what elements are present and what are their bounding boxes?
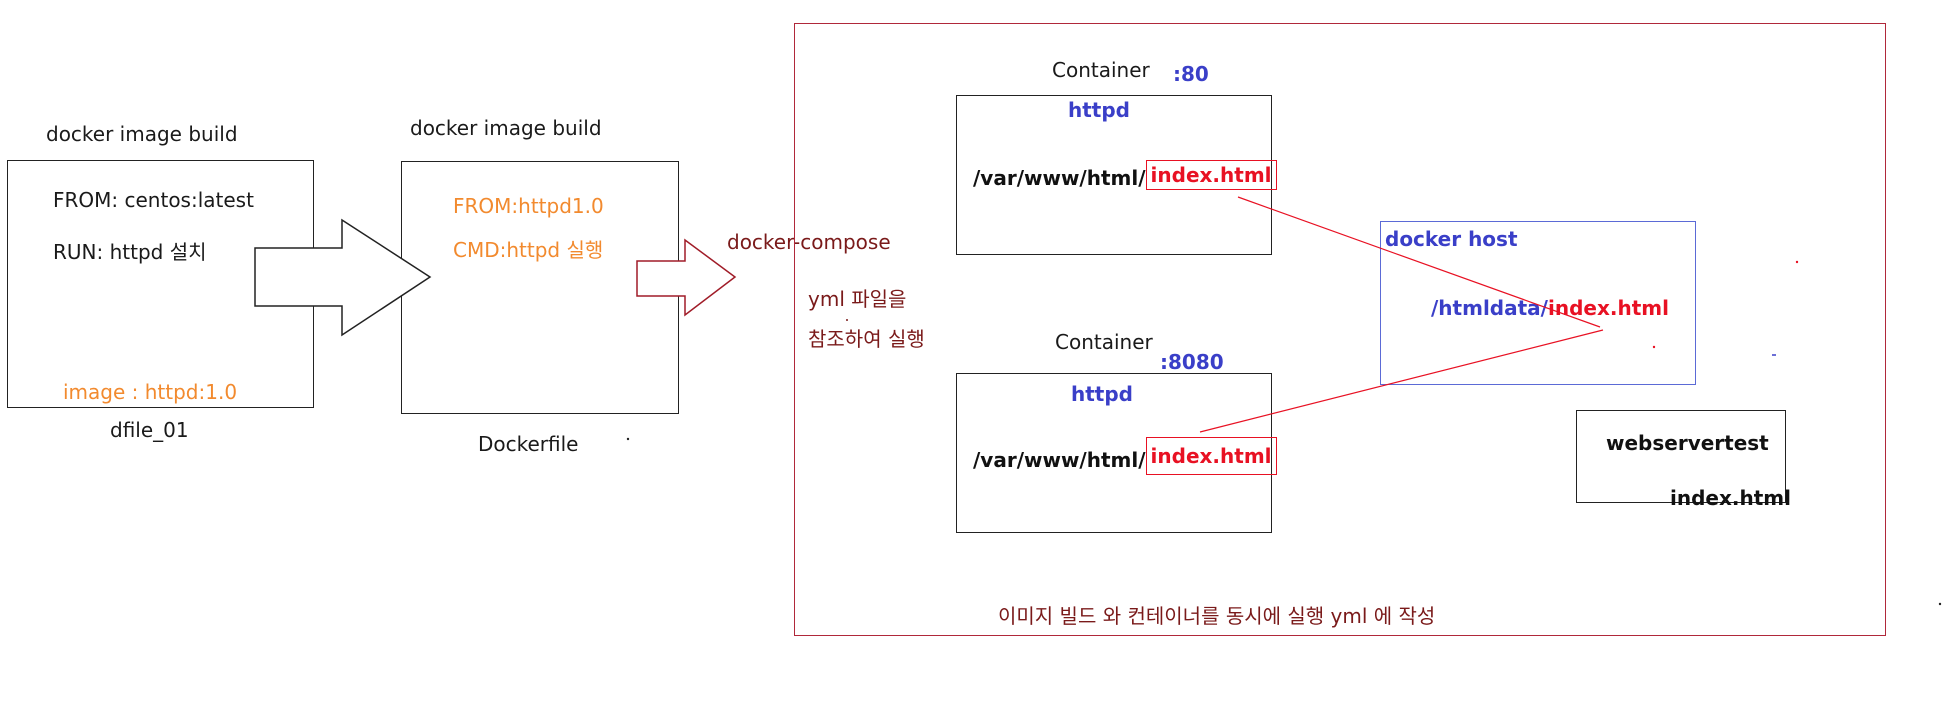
container2-path-prefix: /var/www/html/ [973, 448, 1146, 472]
stray-dot-3 [1652, 345, 1656, 349]
webservertest-file: index.html [1670, 486, 1791, 510]
stage1-title: docker image build [46, 122, 238, 146]
stage1-from-line: FROM: centos:latest [53, 188, 254, 212]
stage1-run-line: RUN: httpd 설치 [53, 240, 207, 264]
stage1-image-line: image : httpd:1.0 [63, 380, 238, 404]
container1-title: Container [1052, 58, 1150, 82]
container1-service: httpd [1068, 98, 1130, 122]
container1-path-prefix: /var/www/html/ [973, 166, 1146, 190]
stray-dot-1 [626, 437, 630, 441]
container2-title: Container [1055, 330, 1153, 354]
compose-note-line2: 참조하여 실행 [808, 327, 925, 351]
container1-box [956, 95, 1272, 255]
container2-box [956, 373, 1272, 533]
compose-footer: 이미지 빌드 와 컨테이너를 동시에 실행 yml 에 작성 [998, 604, 1436, 628]
build-arrow-1 [254, 218, 432, 337]
stray-dot-5 [846, 319, 848, 321]
stage1-caption: dfile_01 [110, 418, 189, 442]
webservertest-title: webservertest [1606, 431, 1769, 455]
stray-dot-2 [1795, 260, 1799, 264]
container2-port: :8080 [1160, 350, 1224, 374]
build-arrow-2 [636, 238, 737, 317]
mount-line-container1 [1237, 196, 1601, 328]
compose-frame [794, 23, 1886, 636]
docker-host-path-prefix: /htmldata/ [1431, 296, 1548, 320]
docker-host-box [1380, 221, 1696, 385]
stage2-from-line: FROM:httpd1.0 [453, 194, 604, 218]
compose-label: docker-compose [727, 230, 891, 254]
webservertest-box [1576, 410, 1786, 503]
stray-dot-4 [1938, 602, 1942, 606]
docker-host-title: docker host [1385, 227, 1518, 251]
compose-note-line1: yml 파일을 [808, 287, 907, 311]
stage2-title: docker image build [410, 116, 602, 140]
container1-path-file: index.html [1145, 160, 1277, 190]
container2-path: /var/www/html/index.html [973, 437, 1277, 479]
container2-path-file: index.html [1145, 437, 1277, 475]
container2-service: httpd [1071, 382, 1133, 406]
stage2-caption: Dockerfile [478, 432, 579, 456]
mount-line-container2 [1199, 329, 1604, 433]
container1-path: /var/www/html/index.html [973, 160, 1277, 193]
container1-port: :80 [1173, 62, 1209, 86]
stage2-cmd-line: CMD:httpd 실행 [453, 238, 604, 262]
